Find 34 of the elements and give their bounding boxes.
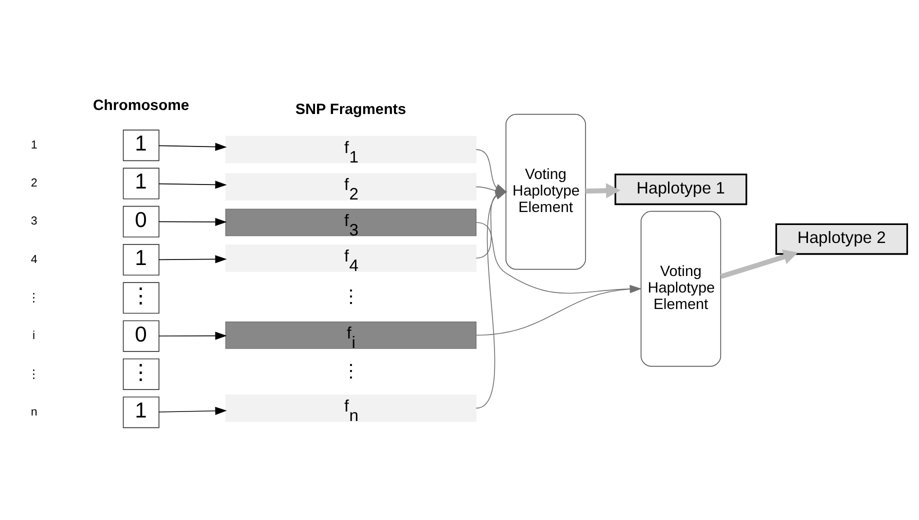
arrow xyxy=(476,285,642,336)
label: i xyxy=(32,329,36,342)
node-box: Voting Haplotype Element xyxy=(640,210,722,367)
label: n xyxy=(30,405,38,418)
arrow xyxy=(476,222,642,294)
node-box: ⋮ xyxy=(122,282,160,314)
label: ⋮ xyxy=(28,367,40,380)
node-box: 1 xyxy=(122,244,160,276)
node-box: Haplotype 2 xyxy=(775,223,908,255)
arrow xyxy=(158,332,227,340)
node-box: Voting Haplotype Element xyxy=(506,114,586,270)
node-box: 0 xyxy=(122,320,160,352)
label: Chromosome xyxy=(93,97,190,114)
arrow xyxy=(158,218,227,226)
label: 2 xyxy=(30,176,38,190)
label: SNP Fragments xyxy=(295,101,406,118)
node-box: 0 xyxy=(122,206,160,238)
node-box: 1 xyxy=(122,168,160,200)
node-box: Haplotype 1 xyxy=(614,174,748,206)
arrow xyxy=(158,180,227,189)
node-box: ⋮ xyxy=(122,358,160,390)
arrow xyxy=(158,255,227,264)
label: ⋮ xyxy=(342,286,360,307)
arrow xyxy=(158,406,227,415)
label: ⋮ xyxy=(342,360,360,382)
arrow xyxy=(158,142,227,151)
label: 4 xyxy=(30,252,38,266)
label: 1 xyxy=(30,138,38,152)
arrow xyxy=(720,250,798,279)
node-box: 1 xyxy=(122,396,160,428)
label: 3 xyxy=(30,214,38,228)
label: ⋮ xyxy=(28,291,40,304)
arrow xyxy=(585,183,620,198)
node-box: 1 xyxy=(122,130,160,162)
